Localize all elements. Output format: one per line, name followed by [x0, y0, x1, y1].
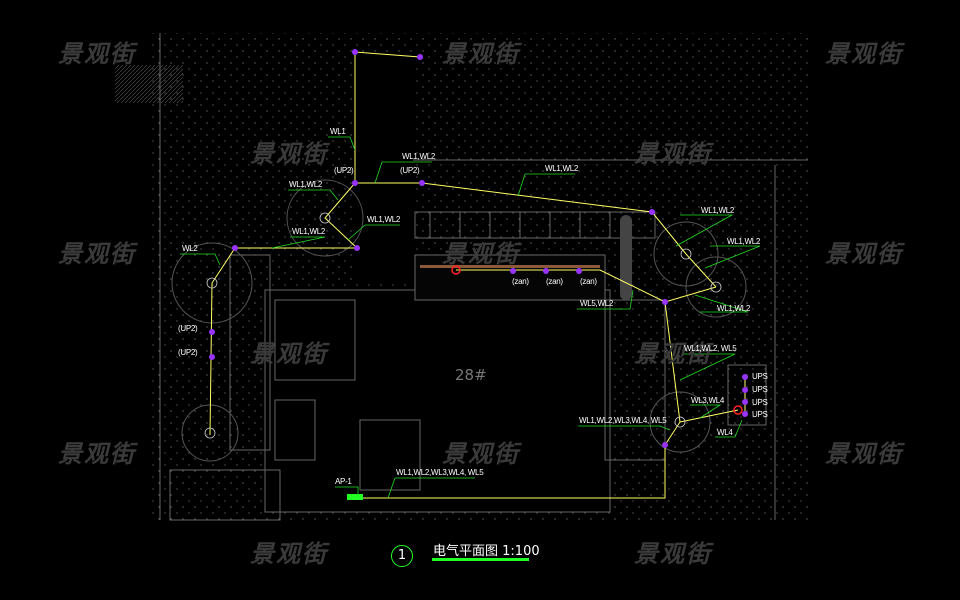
fixture-label: UPS — [752, 410, 768, 419]
circuit-label: WL1,WL2 — [717, 304, 751, 313]
circuit-label: WL1,WL2 — [292, 227, 326, 236]
planter — [620, 215, 632, 300]
circuit-label: WL2 — [182, 244, 198, 253]
fixture-label: (UP2) — [400, 166, 420, 175]
circuit-label: WL4 — [717, 428, 733, 437]
fixture-label: (zan) — [546, 277, 563, 286]
watermark: 景观街 — [634, 340, 712, 368]
drawing-title: 电气平面图 1:100 — [433, 540, 540, 559]
leaders — [180, 136, 761, 499]
watermark: 景观街 — [634, 540, 712, 568]
view-number: 1 — [391, 545, 413, 567]
watermark: 景观街 — [250, 540, 328, 568]
circuit-label: WL1,WL2,WL3,WL4, WL5 — [579, 416, 667, 425]
watermark: 景观街 — [825, 40, 903, 68]
circuit-label: WL1,WL2 — [402, 152, 436, 161]
hatch-block — [115, 65, 183, 103]
building-outline — [159, 33, 808, 521]
drawing-title-text: 电气平面图 — [433, 544, 499, 559]
fixture-label: (UP2) — [178, 348, 198, 357]
fixtures — [209, 49, 748, 448]
watermark: 景观街 — [250, 140, 328, 168]
fixture-label: UPS — [752, 398, 768, 407]
circuit-label: WL1,WL2 — [289, 180, 323, 189]
circuit-label: WL1,WL2,WL3,WL4, WL5 — [396, 468, 484, 477]
watermark: 景观街 — [825, 240, 903, 268]
watermark: 景观街 — [442, 40, 520, 68]
fixture-label: (zan) — [580, 277, 597, 286]
circuit-label: WL3,WL4 — [691, 396, 725, 405]
fixture-label: (zan) — [512, 277, 529, 286]
panel-ap1 — [347, 494, 363, 500]
circuit-label: WL1 — [330, 127, 346, 136]
fixture-label: (UP2) — [178, 324, 198, 333]
tree-lights — [204, 212, 722, 439]
watermark: 景观街 — [634, 140, 712, 168]
fixture-label: UPS — [752, 385, 768, 394]
circuit-label: WL5,WL2 — [580, 299, 614, 308]
circuit-label: WL1,WL2 — [727, 237, 761, 246]
junction-icon — [451, 265, 461, 275]
circuit-label: WL1,WL2, WL5 — [684, 344, 737, 353]
watermark: 景观街 — [442, 240, 520, 268]
watermark: 景观街 — [58, 40, 136, 68]
building-number: 28# — [455, 366, 487, 384]
circuit-label: WL1,WL2 — [701, 206, 735, 215]
watermark: 景观街 — [250, 340, 328, 368]
watermark: 景观街 — [58, 440, 136, 468]
panel-label: AP-1 — [335, 477, 352, 486]
drawing-scale: 1:100 — [502, 544, 540, 559]
junction-icon — [733, 405, 743, 415]
circuit-label: WL1,WL2 — [367, 215, 401, 224]
wiring — [209, 51, 746, 499]
circuit-label: WL1,WL2 — [545, 164, 579, 173]
watermark: 景观街 — [58, 240, 136, 268]
fixture-label: (UP2) — [334, 166, 354, 175]
light-strip — [420, 265, 600, 268]
title-underline — [432, 558, 529, 561]
fixture-label: UPS — [752, 372, 768, 381]
watermark: 景观街 — [442, 440, 520, 468]
watermark: 景观街 — [825, 440, 903, 468]
